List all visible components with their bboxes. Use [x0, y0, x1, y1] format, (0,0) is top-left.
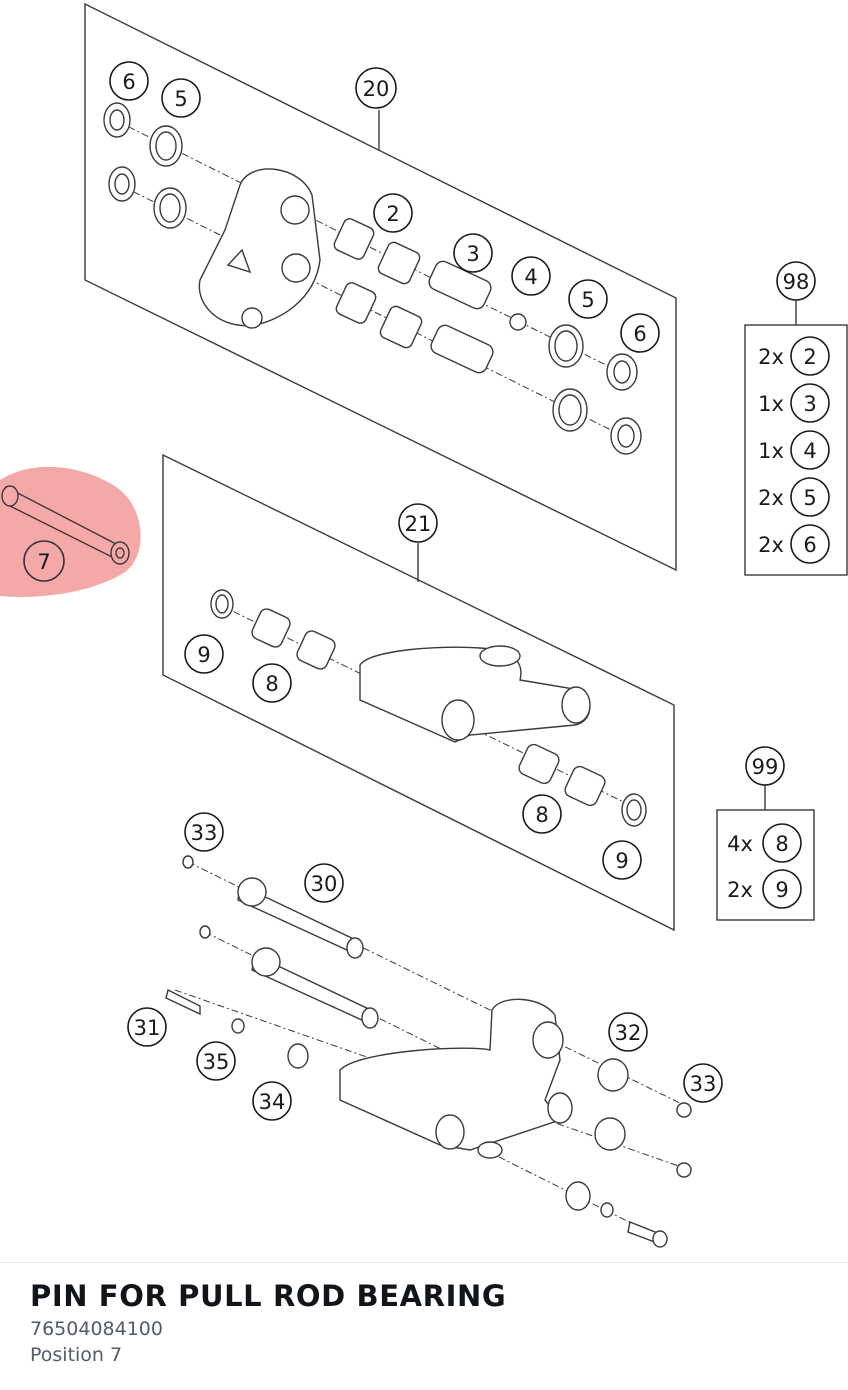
- svg-text:21: 21: [405, 512, 432, 536]
- svg-text:99: 99: [752, 755, 779, 779]
- callout-34[interactable]: 34: [252, 1081, 292, 1121]
- callout-31[interactable]: 31: [127, 1007, 167, 1047]
- kit-98-item-row[interactable]: 1x 3: [758, 383, 830, 423]
- svg-text:2: 2: [386, 202, 399, 226]
- kit-98-item-callout-circle: [790, 383, 830, 423]
- callout-6[interactable]: 6: [109, 61, 149, 101]
- assembly-20-panel: [84, 2, 677, 572]
- callout-4[interactable]: 4: [511, 256, 551, 296]
- kit-98-item-callout-circle: [790, 430, 830, 470]
- kit-98-item-qty: 2x: [758, 486, 784, 510]
- kit-99-item-callout-circle: [762, 869, 802, 909]
- svg-text:5: 5: [174, 87, 187, 111]
- svg-text:7: 7: [37, 550, 50, 574]
- callout-30[interactable]: 30: [304, 863, 344, 903]
- kit-99-item-row[interactable]: 4x 8: [727, 823, 802, 863]
- kit-99-item-qty: 2x: [727, 878, 753, 902]
- callout-35[interactable]: 35: [196, 1041, 236, 1081]
- kit-98-item-callout-circle: [790, 477, 830, 517]
- callout-5b[interactable]: 5: [568, 279, 608, 319]
- callout-6b[interactable]: 6: [620, 313, 660, 353]
- svg-text:6: 6: [633, 322, 646, 346]
- kit-98-item-part-number: 4: [803, 439, 816, 463]
- callout-33b[interactable]: 33: [683, 1063, 723, 1103]
- kit-99-box: [716, 783, 815, 921]
- svg-text:4: 4: [524, 265, 537, 289]
- svg-text:33: 33: [690, 1072, 717, 1096]
- callout-2[interactable]: 2: [373, 193, 413, 233]
- callout-9b[interactable]: 9: [602, 840, 642, 880]
- pull-rod-lever: [198, 168, 321, 329]
- part-name: PIN FOR PULL ROD BEARING: [30, 1279, 507, 1313]
- svg-text:8: 8: [535, 803, 548, 827]
- part-info-panel: PIN FOR PULL ROD BEARING 76504084100 Pos…: [30, 1276, 828, 1368]
- svg-text:33: 33: [191, 821, 218, 845]
- callout-3[interactable]: 3: [453, 233, 493, 273]
- kit-98-item-callout-circle: [790, 336, 830, 376]
- svg-text:20: 20: [363, 77, 390, 101]
- kit-98-item-part-number: 6: [803, 533, 816, 557]
- svg-text:30: 30: [311, 872, 338, 896]
- linkage-assembly: [165, 855, 692, 1248]
- svg-text:98: 98: [783, 270, 810, 294]
- rocker-arm: [359, 645, 591, 743]
- svg-text:8: 8: [265, 672, 278, 696]
- callout-99[interactable]: 99: [745, 746, 785, 786]
- part-number: 76504084100: [30, 1318, 163, 1340]
- svg-text:6: 6: [122, 70, 135, 94]
- kit-98-item-row[interactable]: 2x 5: [758, 477, 830, 517]
- callout-21[interactable]: 21: [398, 503, 438, 543]
- kit-98-item-row[interactable]: 2x 2: [758, 336, 830, 376]
- kit-99-item-qty: 4x: [727, 832, 753, 856]
- callout-33[interactable]: 33: [184, 812, 224, 852]
- callout-7[interactable]: 7: [23, 540, 65, 582]
- svg-text:3: 3: [466, 242, 479, 266]
- callout-32[interactable]: 32: [608, 1012, 648, 1052]
- svg-text:9: 9: [197, 643, 210, 667]
- kit-98-item-part-number: 5: [803, 486, 816, 510]
- callout-20[interactable]: 20: [355, 67, 397, 109]
- svg-text:5: 5: [581, 288, 594, 312]
- kit-99-item-part-number: 8: [775, 832, 788, 856]
- callout-8[interactable]: 8: [252, 663, 292, 703]
- exploded-parts-diagram: 6 5 20 2 3 4 5 6 98 7 21 9 8 99 8 9 33 3…: [0, 2, 848, 1248]
- part-position: Position 7: [30, 1344, 123, 1366]
- callout-9[interactable]: 9: [184, 634, 224, 674]
- svg-text:31: 31: [134, 1016, 161, 1040]
- kit-99-item-callout-circle: [762, 823, 802, 863]
- kit-99-item-part-number: 9: [775, 878, 788, 902]
- kit-98-item-callout-circle: [790, 524, 830, 564]
- svg-text:32: 32: [615, 1021, 642, 1045]
- kit-98-item-part-number: 2: [803, 345, 816, 369]
- kit-98-item-row[interactable]: 1x 4: [758, 430, 830, 470]
- kit-99-contents: 4x 8 2x 9: [727, 823, 802, 909]
- highlighted-part-7: [0, 466, 141, 597]
- kit-98-item-part-number: 3: [803, 392, 816, 416]
- kit-99-item-row[interactable]: 2x 9: [727, 869, 802, 909]
- kit-98-item-qty: 2x: [758, 345, 784, 369]
- divider: [0, 1262, 848, 1263]
- svg-text:34: 34: [259, 1090, 286, 1114]
- kit-98-item-row[interactable]: 2x 6: [758, 524, 830, 564]
- svg-text:35: 35: [203, 1050, 230, 1074]
- callout-5[interactable]: 5: [161, 78, 201, 118]
- kit-98-item-qty: 1x: [758, 392, 784, 416]
- kit-98-item-qty: 2x: [758, 533, 784, 557]
- kit-98-item-qty: 1x: [758, 439, 784, 463]
- kit-98-contents: 2x 2 1x 3 1x 4 2x 5 2x 6: [758, 336, 830, 564]
- callout-98[interactable]: 98: [776, 261, 816, 301]
- callout-8b[interactable]: 8: [522, 794, 562, 834]
- svg-text:9: 9: [615, 849, 628, 873]
